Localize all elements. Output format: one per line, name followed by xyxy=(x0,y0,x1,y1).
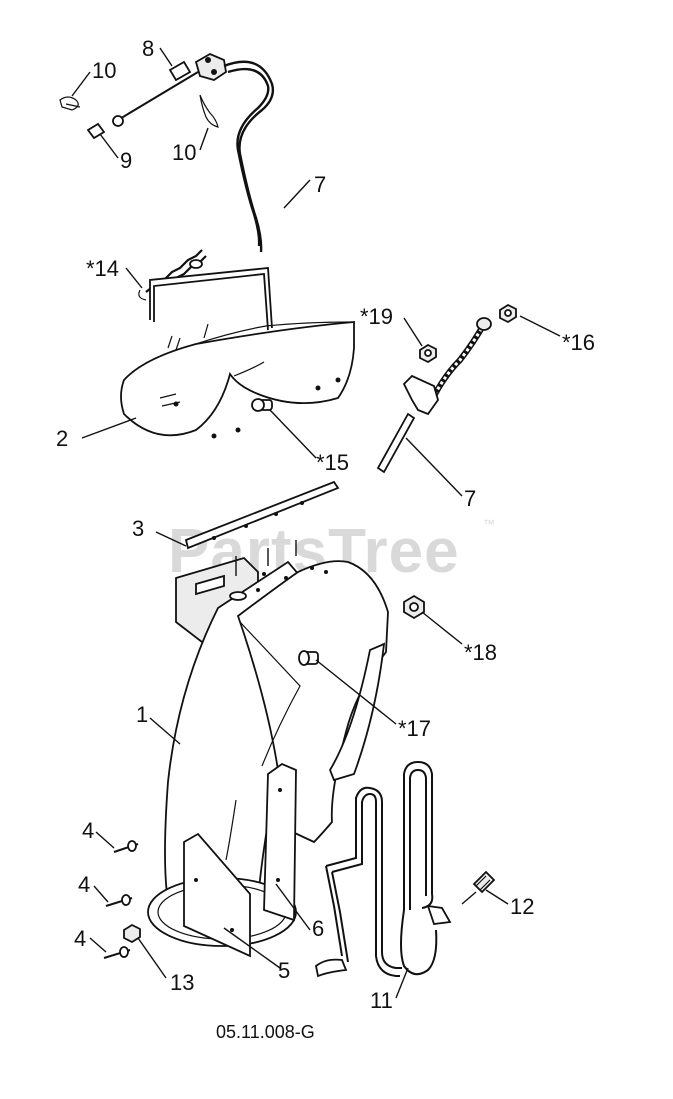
label-10-bottom: 10 xyxy=(172,140,196,165)
label-4-a: 4 xyxy=(82,818,94,843)
label-2: 2 xyxy=(56,426,68,451)
label-4-c: 4 xyxy=(74,926,86,951)
part-5-plate xyxy=(183,832,251,958)
part-4-bolt-a xyxy=(113,840,139,853)
part-17-bolt xyxy=(298,650,319,666)
part-control-rod xyxy=(112,71,199,127)
label-5: 5 xyxy=(278,958,290,983)
label-17: *17 xyxy=(398,716,431,741)
part-6-plate xyxy=(263,762,297,922)
part-10-clip-right xyxy=(199,94,219,128)
label-8: 8 xyxy=(142,36,154,61)
part-15-bolt xyxy=(251,398,273,412)
label-1: 1 xyxy=(136,702,148,727)
leader-lines xyxy=(71,47,561,999)
label-3: 3 xyxy=(132,516,144,541)
label-16: *16 xyxy=(562,330,595,355)
part-11-crank xyxy=(315,760,452,978)
label-19: *19 xyxy=(360,304,393,329)
part-7-cable-lower xyxy=(376,317,492,474)
label-15: *15 xyxy=(316,450,349,475)
part-18-nut xyxy=(403,594,425,620)
part-8-bushing xyxy=(168,60,192,82)
watermark-trademark: ™ xyxy=(483,517,495,531)
part-7-cable-upper xyxy=(223,60,275,253)
part-deflector-bracket xyxy=(194,52,227,81)
label-7-right: 7 xyxy=(464,486,476,511)
part-9-bushing xyxy=(86,122,106,140)
label-9: 9 xyxy=(120,148,132,173)
label-7-top: 7 xyxy=(314,172,326,197)
part-19-nut xyxy=(419,343,437,364)
label-13: 13 xyxy=(170,970,194,995)
label-18: *18 xyxy=(464,640,497,665)
label-12: 12 xyxy=(510,894,534,919)
part-4-bolt-c xyxy=(103,946,131,959)
label-11: 11 xyxy=(370,988,393,1013)
label-6: 6 xyxy=(312,916,324,941)
label-10-top: 10 xyxy=(92,58,116,83)
label-4-b: 4 xyxy=(78,872,90,897)
label-14: *14 xyxy=(86,256,119,281)
part-3-plate xyxy=(184,480,340,550)
part-16-nut xyxy=(499,303,517,324)
part-12-spring xyxy=(461,870,496,905)
part-10-clip-left xyxy=(59,96,81,111)
part-13-nut xyxy=(123,923,141,944)
figure-code: 05.11.008-G xyxy=(216,1022,315,1042)
part-bolts-top xyxy=(235,540,297,576)
part-4-bolt-b xyxy=(105,894,133,907)
part-2-deflector xyxy=(120,267,355,439)
